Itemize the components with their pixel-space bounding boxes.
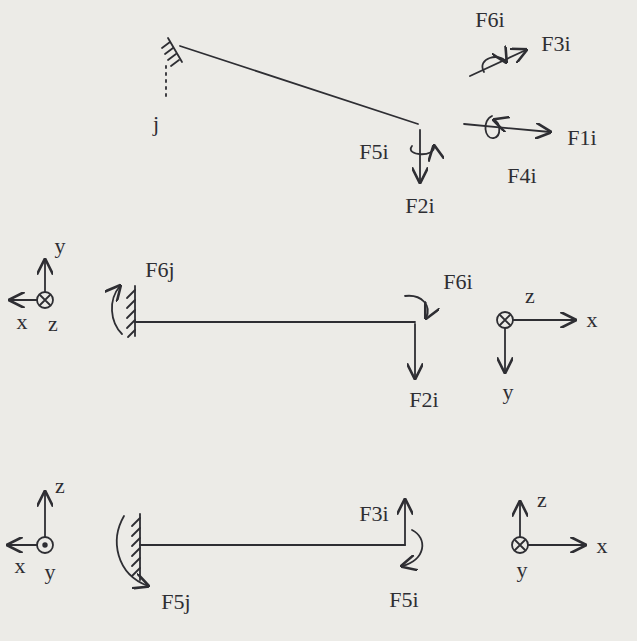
moment-arrow <box>117 516 148 586</box>
axis-label: y <box>517 559 528 581</box>
fixed-support <box>162 38 182 96</box>
node-label: j <box>153 113 159 135</box>
force-arrow <box>470 50 526 76</box>
force-label: F2i <box>405 195 434 217</box>
axis-arrow <box>44 260 46 292</box>
axis-label: z <box>525 285 535 307</box>
axis-label: y <box>503 381 514 403</box>
axis-arrow <box>8 544 37 546</box>
axis-arrow <box>528 544 585 546</box>
fixed-support <box>132 514 140 580</box>
force-label: F6i <box>475 9 504 31</box>
force-arrow <box>419 130 421 182</box>
force-arrow <box>464 124 550 132</box>
beam-line <box>135 321 415 323</box>
force-label: F1i <box>567 127 596 149</box>
axis-arrow <box>513 319 575 321</box>
force-label: F5j <box>161 591 190 613</box>
axis-label: x <box>17 311 28 333</box>
moment-arrow <box>411 146 434 154</box>
fixed-support <box>127 286 135 337</box>
axis-label: x <box>597 535 608 557</box>
axis-label: x <box>15 555 26 577</box>
moment-arrow <box>402 530 422 566</box>
force-label: F3i <box>359 503 388 525</box>
force-label: F4i <box>507 165 536 187</box>
axis-label: y <box>45 561 56 583</box>
axis-arrow <box>10 299 37 301</box>
axis-symbol <box>37 537 53 553</box>
force-label: F6i <box>443 271 472 293</box>
moment-arrow <box>482 57 506 72</box>
force-arrow <box>404 500 406 545</box>
axis-label: y <box>55 235 66 257</box>
axis-symbol <box>37 292 53 308</box>
force-label: F3i <box>541 33 570 55</box>
axis-label: z <box>55 475 65 497</box>
axis-arrow <box>519 502 521 537</box>
beam-line <box>140 544 405 546</box>
moment-arrow <box>405 296 428 318</box>
moment-arrow <box>485 116 499 138</box>
force-arrow <box>414 324 416 378</box>
axis-symbol <box>512 537 528 553</box>
axis-label: x <box>587 309 598 331</box>
axis-arrow <box>44 492 46 537</box>
axis-arrow <box>504 328 506 372</box>
force-label: F6j <box>145 259 174 281</box>
force-label: F5i <box>359 141 388 163</box>
force-label: F2i <box>409 389 438 411</box>
force-label: F5i <box>389 589 418 611</box>
beam-line <box>180 46 418 124</box>
axis-symbol <box>497 312 513 328</box>
axis-label: z <box>537 489 547 511</box>
axis-label: z <box>48 313 58 335</box>
moment-arrow <box>112 286 122 334</box>
